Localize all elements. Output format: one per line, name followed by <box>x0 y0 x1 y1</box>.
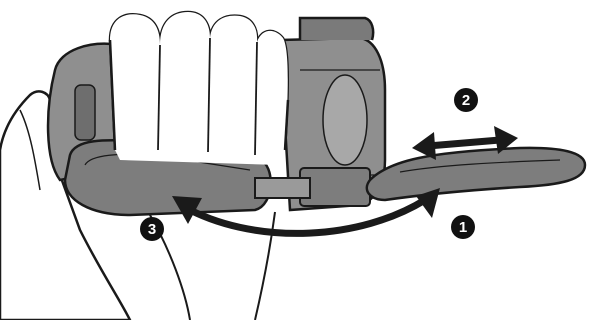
callout-1: 1 <box>451 215 475 239</box>
callout-2: 2 <box>454 88 478 112</box>
callout-3: 3 <box>140 217 164 241</box>
callout-3-label: 3 <box>148 221 156 238</box>
callout-2-label: 2 <box>462 92 470 109</box>
callout-1-label: 1 <box>459 219 467 236</box>
